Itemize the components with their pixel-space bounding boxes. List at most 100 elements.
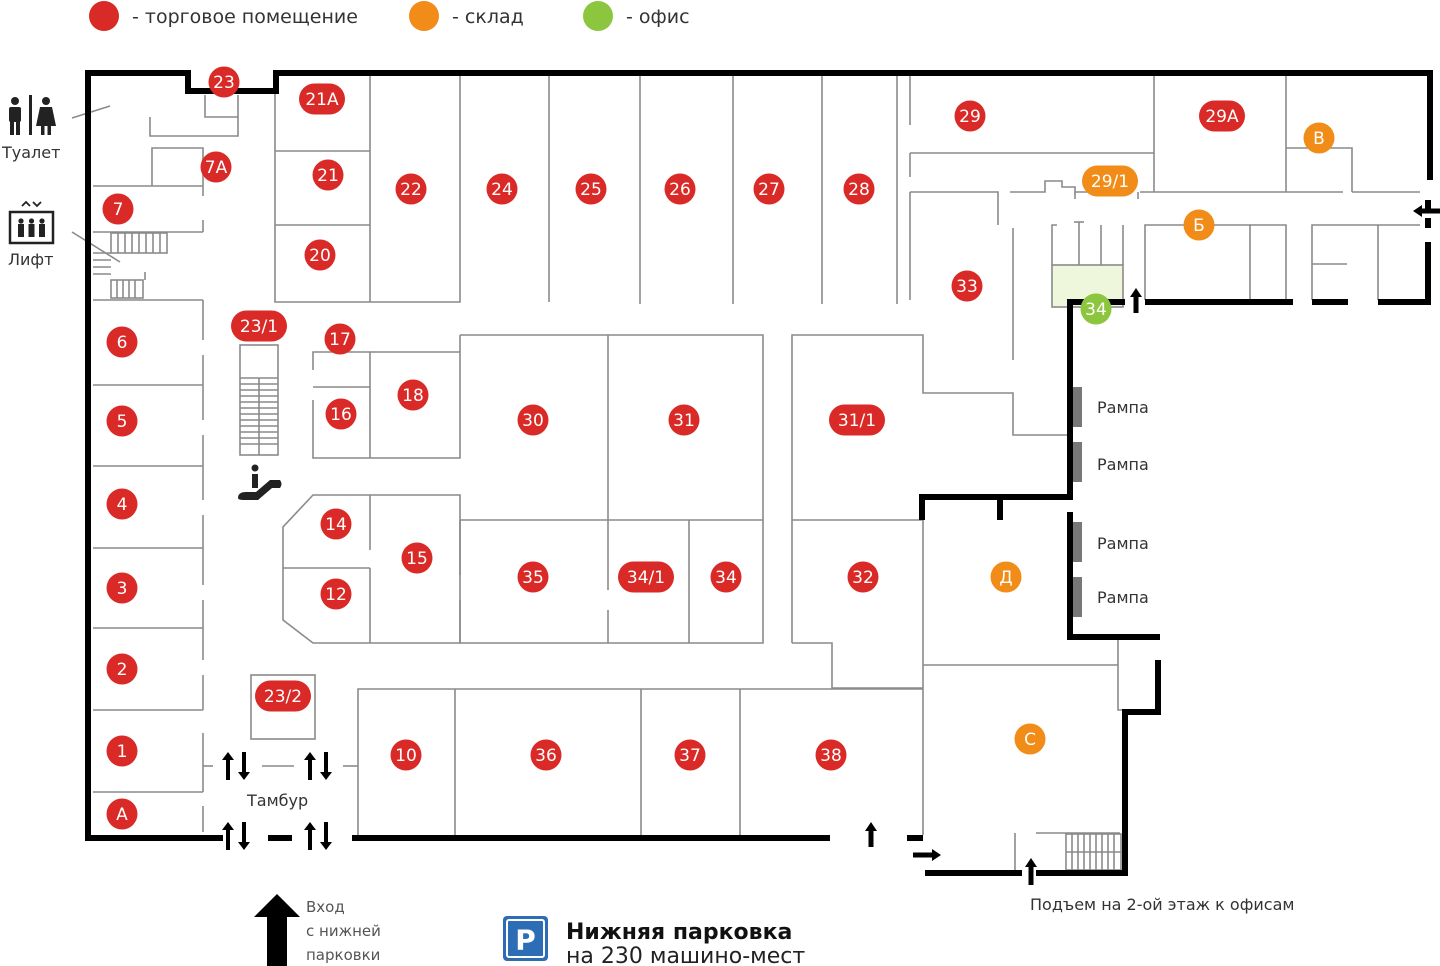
unit-badge-shape: [1014, 723, 1046, 755]
unit-badge-shape: [395, 173, 427, 205]
unit-badge-retail[interactable]: 21A: [299, 83, 345, 115]
ramp-bar: [1073, 387, 1082, 427]
unit-badge-retail[interactable]: 27: [753, 173, 785, 205]
unit-badge-label: 16: [330, 405, 352, 425]
unit-badge-retail[interactable]: 7A: [200, 151, 232, 183]
unit-badge-shape: [530, 739, 562, 771]
unit-badge-retail[interactable]: 35: [517, 561, 549, 593]
unit-badge-retail[interactable]: 26: [664, 173, 696, 205]
unit-badge-retail[interactable]: 30: [517, 404, 549, 436]
unit-badge-retail[interactable]: 4: [106, 488, 138, 520]
unit-badge-shape: [200, 151, 232, 183]
unit-badge-shape: [951, 270, 983, 302]
unit-badge-label: 37: [679, 746, 701, 766]
unit-badge-storage[interactable]: В: [1303, 122, 1335, 154]
entrance-label-line2: с нижней: [306, 922, 381, 940]
ramp-bar: [1073, 442, 1082, 482]
unit-badge-retail[interactable]: 32: [847, 561, 879, 593]
unit-badge-label: 2: [117, 660, 128, 680]
unit-badge-shape: [312, 159, 344, 191]
unit-badge-shape: [320, 578, 352, 610]
unit-badge-retail[interactable]: 23: [208, 66, 240, 98]
unit-badge-storage[interactable]: 29/1: [1082, 165, 1138, 197]
unit-badge-label: 23/2: [264, 687, 302, 707]
unit-badge-retail[interactable]: 10: [390, 739, 422, 771]
unit-badge-retail[interactable]: 28: [843, 173, 875, 205]
elevator-label: Лифт: [8, 250, 53, 269]
interior-walls: [93, 75, 1420, 872]
unit-badge-shape: [815, 739, 847, 771]
unit-badge-label: 30: [522, 411, 544, 431]
unit-badge-shape: [753, 173, 785, 205]
unit-badge-storage[interactable]: С: [1014, 723, 1046, 755]
unit-badge-retail[interactable]: 12: [320, 578, 352, 610]
unit-badge-retail[interactable]: 22: [395, 173, 427, 205]
unit-badge-retail[interactable]: 23/2: [255, 680, 311, 712]
unit-badge-retail[interactable]: А: [106, 798, 138, 830]
unit-badge-retail[interactable]: 36: [530, 739, 562, 771]
unit-badge-label: 36: [535, 746, 557, 766]
arrow-right-icon: [913, 849, 941, 861]
unit-badge-shape: [231, 310, 287, 342]
unit-badge-retail[interactable]: 33: [951, 270, 983, 302]
unit-badge-retail[interactable]: 6: [106, 326, 138, 358]
ramp-bar: [1073, 577, 1082, 617]
updown-arrow-icon: [222, 822, 250, 850]
unit-badge-shape: [401, 542, 433, 574]
unit-badge-retail[interactable]: 1: [106, 735, 138, 767]
legend-storage-swatch: [409, 1, 439, 31]
unit-badge-retail[interactable]: 18: [397, 379, 429, 411]
unit-badge-retail[interactable]: 37: [674, 739, 706, 771]
stairs-right: [1014, 832, 1122, 872]
parking-sign-icon: P: [503, 916, 548, 961]
unit-badge-retail[interactable]: 34: [710, 561, 742, 593]
unit-badge-shape: [106, 798, 138, 830]
unit-badge-shape: [618, 561, 674, 593]
unit-badge-label: 15: [406, 549, 428, 569]
unit-badge-retail[interactable]: 7: [102, 193, 134, 225]
legend-retail-label: - торговое помещение: [132, 6, 358, 28]
unit-badge-storage[interactable]: Д: [990, 561, 1022, 593]
unit-badge-retail[interactable]: 17: [324, 323, 356, 355]
unit-badge-shape: [106, 326, 138, 358]
stairs-up-label: Подъем на 2-ой этаж к офисам: [1030, 895, 1294, 914]
unit-badge-retail[interactable]: 5: [106, 405, 138, 437]
unit-badge-retail[interactable]: 29: [954, 100, 986, 132]
unit-badge-retail[interactable]: 15: [401, 542, 433, 574]
unit-badge-retail[interactable]: 2: [106, 653, 138, 685]
unit-badge-shape: [299, 83, 345, 115]
unit-badge-retail[interactable]: 24: [486, 173, 518, 205]
ramps: Рампа Рампа Рампа Рампа: [1073, 387, 1149, 617]
unit-badge-label: 21A: [305, 90, 339, 110]
unit-badge-retail[interactable]: 20: [304, 239, 336, 271]
unit-badge-retail[interactable]: 31: [668, 404, 700, 436]
unit-badge-retail[interactable]: 21: [312, 159, 344, 191]
unit-badge-retail[interactable]: 3: [106, 572, 138, 604]
unit-badge-label: 38: [820, 746, 842, 766]
unit-badge-retail[interactable]: 29A: [1199, 100, 1245, 132]
unit-badge-retail[interactable]: 34/1: [618, 561, 674, 593]
unit-badge-label: 6: [117, 333, 128, 353]
unit-badge-shape: [517, 561, 549, 593]
unit-badge-retail[interactable]: 31/1: [829, 404, 885, 436]
unit-badge-label: 7: [113, 200, 124, 220]
ramp-label: Рампа: [1097, 398, 1149, 417]
unit-badge-label: 17: [329, 330, 351, 350]
unit-badge-shape: [486, 173, 518, 205]
unit-badge-storage[interactable]: Б: [1183, 209, 1215, 241]
unit-badge-retail[interactable]: 16: [325, 398, 357, 430]
unit-badge-retail[interactable]: 38: [815, 739, 847, 771]
unit-badge-retail[interactable]: 23/1: [231, 310, 287, 342]
unit-badge-label: 18: [402, 386, 424, 406]
unit-badge-shape: [664, 173, 696, 205]
unit-badge-retail[interactable]: 14: [320, 508, 352, 540]
unit-badge-retail[interactable]: 25: [575, 173, 607, 205]
unit-badge-label: 25: [580, 180, 602, 200]
unit-badge-shape: [954, 100, 986, 132]
legend-storage-label: - склад: [452, 6, 524, 28]
parking-subtitle: на 230 машино-мест: [566, 944, 805, 966]
unit-badge-office[interactable]: 34: [1080, 293, 1112, 325]
stairs-left: [93, 232, 168, 299]
unit-badge-shape: [106, 653, 138, 685]
